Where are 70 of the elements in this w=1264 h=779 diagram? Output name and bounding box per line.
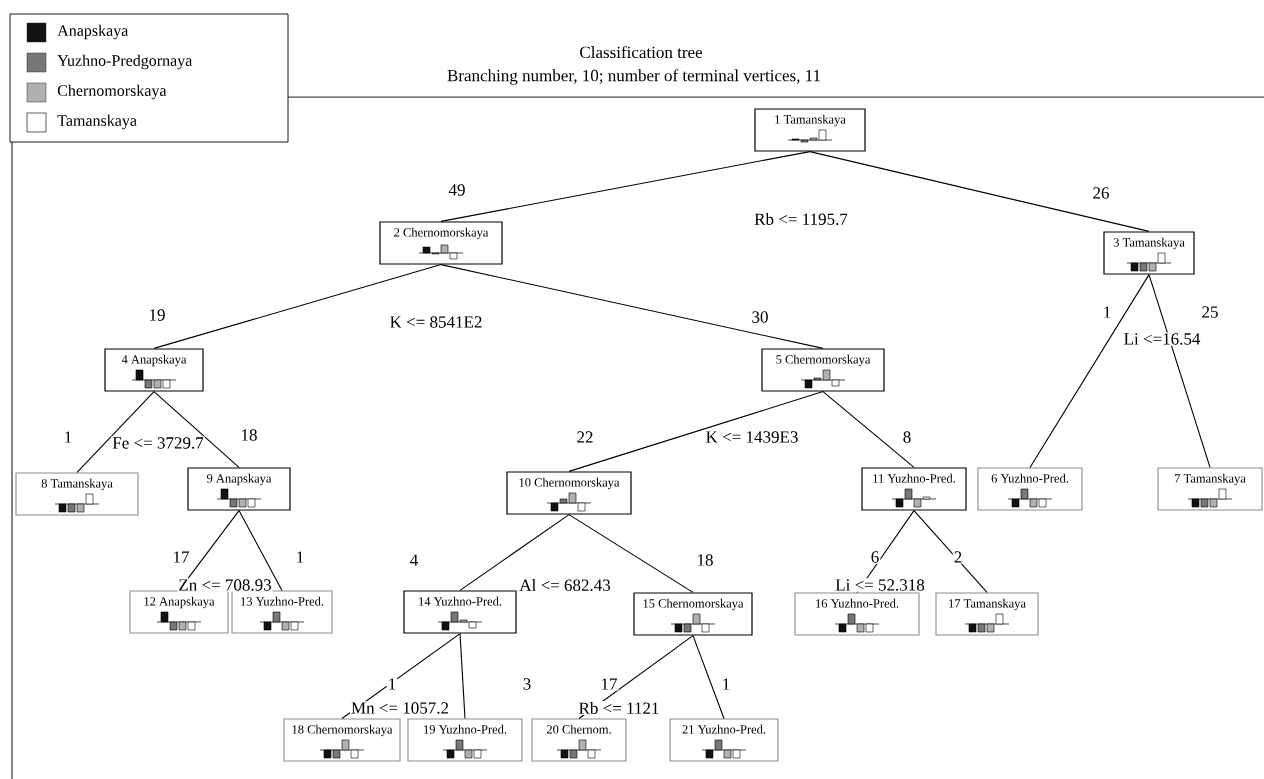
tree-node-box: 20 Chernom. [531, 718, 627, 762]
edge-label: 17 [171, 550, 191, 564]
legend-label: Chernomorskaya [57, 84, 167, 100]
edge-label: 1 [294, 550, 306, 564]
edge-label: 1 [1101, 305, 1113, 319]
edge-label: 49 [447, 183, 467, 197]
tree-node-box: 10 Chernomorskaya [506, 471, 632, 515]
edge-label: 30 [750, 310, 770, 324]
tree-branch [809, 151, 1150, 232]
tree-node-box: 7 Tamanskaya [1157, 467, 1263, 511]
split-condition: Li <= 52.318 [834, 578, 926, 592]
tree-node-box: 21 Yuzhno-Pred. [669, 718, 779, 762]
edge-label: 4 [408, 553, 420, 567]
tree-node-box: 3 Tamanskaya [1103, 231, 1195, 275]
legend-label: Yuzhno-Predgornaya [57, 54, 193, 70]
tree-branch [440, 264, 824, 349]
split-condition: K <= 1439E3 [704, 430, 800, 444]
tree-node-box: 2 Chernomorskaya [379, 221, 503, 265]
title: Classification tree [580, 45, 703, 59]
tree-node-box: 14 Yuzhno-Pred. [403, 590, 517, 634]
tree-branch [440, 151, 811, 222]
tree-branch [238, 510, 283, 591]
tree-node-box: 4 Anapskaya [104, 348, 204, 392]
subtitle: Branching number, 10; number of terminal vertices, 11 [446, 68, 822, 86]
edge-label: 6 [869, 550, 881, 564]
edge-label: 1 [62, 430, 74, 444]
edge-label: 3 [521, 677, 533, 691]
split-condition: K <= 8541E2 [388, 315, 484, 329]
tree-node-box: 6 Yuzhno-Pred. [977, 467, 1083, 511]
tree-branch [153, 264, 442, 349]
split-condition: Al <= 682.43 [518, 578, 612, 592]
edge-label: 19 [147, 308, 167, 322]
split-condition: Fe <= 3729.7 [111, 436, 205, 450]
edge-label: 18 [239, 428, 259, 442]
edge-label: 26 [1091, 186, 1111, 200]
edge-label: 18 [695, 553, 715, 567]
tree-node-box: 19 Yuzhno-Pred. [407, 718, 523, 762]
tree-branch [913, 510, 988, 593]
edge-label: 25 [1200, 305, 1220, 319]
legend-label: Tamanskaya [57, 114, 137, 130]
legend-label: Anapskaya [57, 24, 129, 40]
tree-node-box: 8 Tamanskaya [15, 472, 139, 516]
tree-node-box: 9 Anapskaya [187, 467, 291, 511]
tree-branch [1029, 274, 1150, 468]
tree-branch [568, 514, 694, 593]
tree-node-box: 11 Yuzhno-Pred. [861, 467, 967, 511]
tree-node-box: 5 Chernomorskaya [761, 348, 885, 392]
edge-label: 17 [599, 677, 619, 691]
tree-node-box: 15 Chernomorskaya [633, 592, 753, 636]
tree-branch [822, 391, 915, 468]
split-condition: Zn <= 708.93 [177, 578, 273, 592]
split-condition: Mn <= 1057.2 [350, 701, 451, 715]
tree-branch [1148, 274, 1211, 468]
tree-branch [153, 391, 240, 468]
split-condition: Rb <= 1121 [577, 701, 661, 715]
tree-branch [76, 391, 155, 473]
split-condition: Li <=16.54 [1122, 332, 1202, 346]
tree-branch [568, 391, 824, 472]
tree-branch [692, 635, 725, 719]
edge-label: 8 [901, 430, 913, 444]
edge-label: 22 [575, 430, 595, 444]
split-condition: Rb <= 1195.7 [753, 212, 849, 226]
edge-label: 1 [386, 677, 398, 691]
edge-label: 1 [720, 677, 732, 691]
tree-branch [459, 633, 466, 719]
tree-node-box: 18 Chernomorskaya [283, 718, 401, 762]
tree-node-box: 1 Tamanskaya [754, 108, 866, 152]
tree-node-box: 17 Tamanskaya [935, 592, 1039, 636]
tree-branch [459, 514, 570, 591]
edge-label: 2 [952, 550, 964, 564]
